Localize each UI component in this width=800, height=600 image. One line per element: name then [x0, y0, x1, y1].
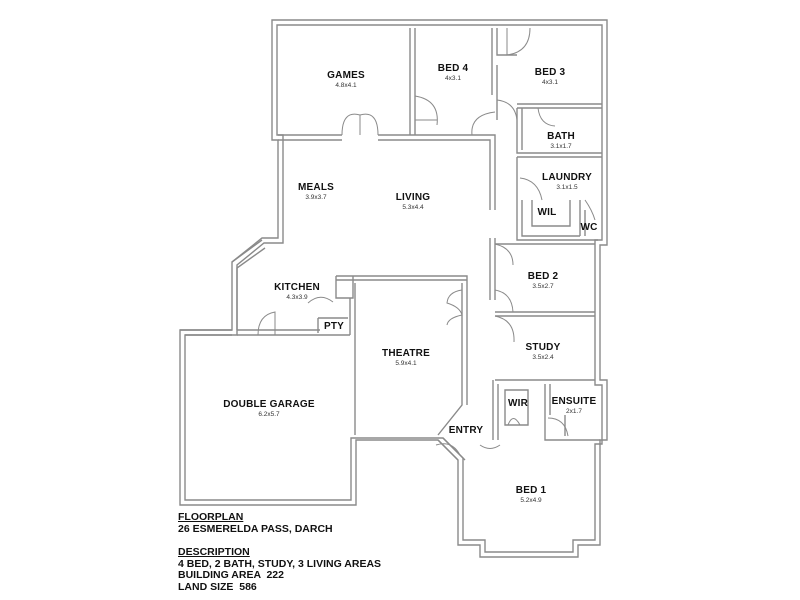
description-heading: DESCRIPTION: [178, 546, 250, 558]
room-bath: BATH 3.1x1.7: [547, 131, 575, 150]
room-size: 6.2x5.7: [258, 411, 280, 418]
property-info: FLOORPLAN 26 ESMERELDA PASS, DARCH DESCR…: [178, 511, 382, 593]
room-pty: PTY: [324, 321, 344, 332]
room-size: 4x3.1: [445, 75, 461, 82]
exterior-walls: [179, 19, 608, 558]
room-size: 4.3x3.9: [286, 294, 308, 301]
room-study: STUDY 3.5x2.4: [526, 342, 561, 361]
room-bed4: BED 4 4x3.1: [438, 63, 468, 82]
room-bed1: BED 1 5.2x4.9: [516, 485, 546, 504]
land-size: LAND SIZE 586: [178, 580, 257, 593]
room-name: WC: [580, 222, 598, 233]
room-name: MEALS: [298, 182, 334, 193]
room-size: 5.3x4.4: [402, 204, 424, 211]
room-bed3: BED 3 4x3.1: [535, 67, 565, 86]
building-area: BUILDING AREA 222: [178, 569, 284, 581]
room-meals: MEALS 3.9x3.7: [298, 182, 334, 201]
room-name: WIL: [537, 207, 557, 218]
room-size: 3.5x2.7: [532, 283, 554, 290]
floorplan-heading: FLOORPLAN: [178, 511, 244, 523]
room-name: KITCHEN: [274, 282, 320, 293]
room-games: GAMES 4.8x4.1: [327, 70, 365, 89]
room-theatre: THEATRE 5.9x4.1: [382, 348, 430, 367]
room-name: BED 2: [527, 271, 559, 282]
room-double-garage: DOUBLE GARAGE 6.2x5.7: [223, 399, 315, 418]
room-name: GAMES: [327, 70, 365, 81]
room-name: DOUBLE GARAGE: [223, 399, 315, 410]
room-name: BED 3: [534, 67, 566, 78]
room-entry: ENTRY: [449, 425, 484, 436]
room-name: STUDY: [525, 342, 561, 353]
room-name: BED 4: [437, 63, 469, 74]
room-laundry: LAUNDRY 3.1x1.5: [542, 172, 592, 191]
room-size: 2x1.7: [566, 408, 582, 415]
room-wil: WIL: [538, 207, 557, 218]
door-swings: [257, 27, 596, 456]
room-wir: WIR: [508, 398, 528, 409]
room-name: THEATRE: [382, 348, 430, 359]
room-kitchen: KITCHEN 4.3x3.9: [274, 282, 320, 301]
room-size: 3.1x1.5: [556, 184, 578, 191]
room-size: 4.8x4.1: [335, 82, 357, 89]
room-size: 3.9x3.7: [305, 194, 327, 201]
room-name: BATH: [547, 131, 575, 142]
room-name: ENTRY: [448, 425, 484, 436]
room-ensuite: ENSUITE 2x1.7: [552, 396, 597, 415]
room-name: ENSUITE: [551, 396, 597, 407]
room-size: 3.1x1.7: [550, 143, 572, 150]
room-size: 5.2x4.9: [520, 497, 542, 504]
room-name: LAUNDRY: [542, 172, 592, 183]
room-living: LIVING 5.3x4.4: [396, 192, 431, 211]
room-name: BED 1: [515, 485, 547, 496]
room-size: 5.9x4.1: [395, 360, 417, 367]
room-name: PTY: [323, 321, 345, 332]
room-wc: WC: [580, 222, 597, 233]
interior-walls: [180, 28, 602, 461]
address: 26 ESMERELDA PASS, DARCH: [178, 522, 333, 535]
room-name: WIR: [507, 398, 529, 409]
room-size: 4x3.1: [542, 79, 558, 86]
room-size: 3.5x2.4: [532, 354, 554, 361]
room-name: LIVING: [395, 192, 431, 203]
room-bed2: BED 2 3.5x2.7: [528, 271, 558, 290]
description: 4 BED, 2 BATH, STUDY, 3 LIVING AREAS: [178, 557, 382, 570]
